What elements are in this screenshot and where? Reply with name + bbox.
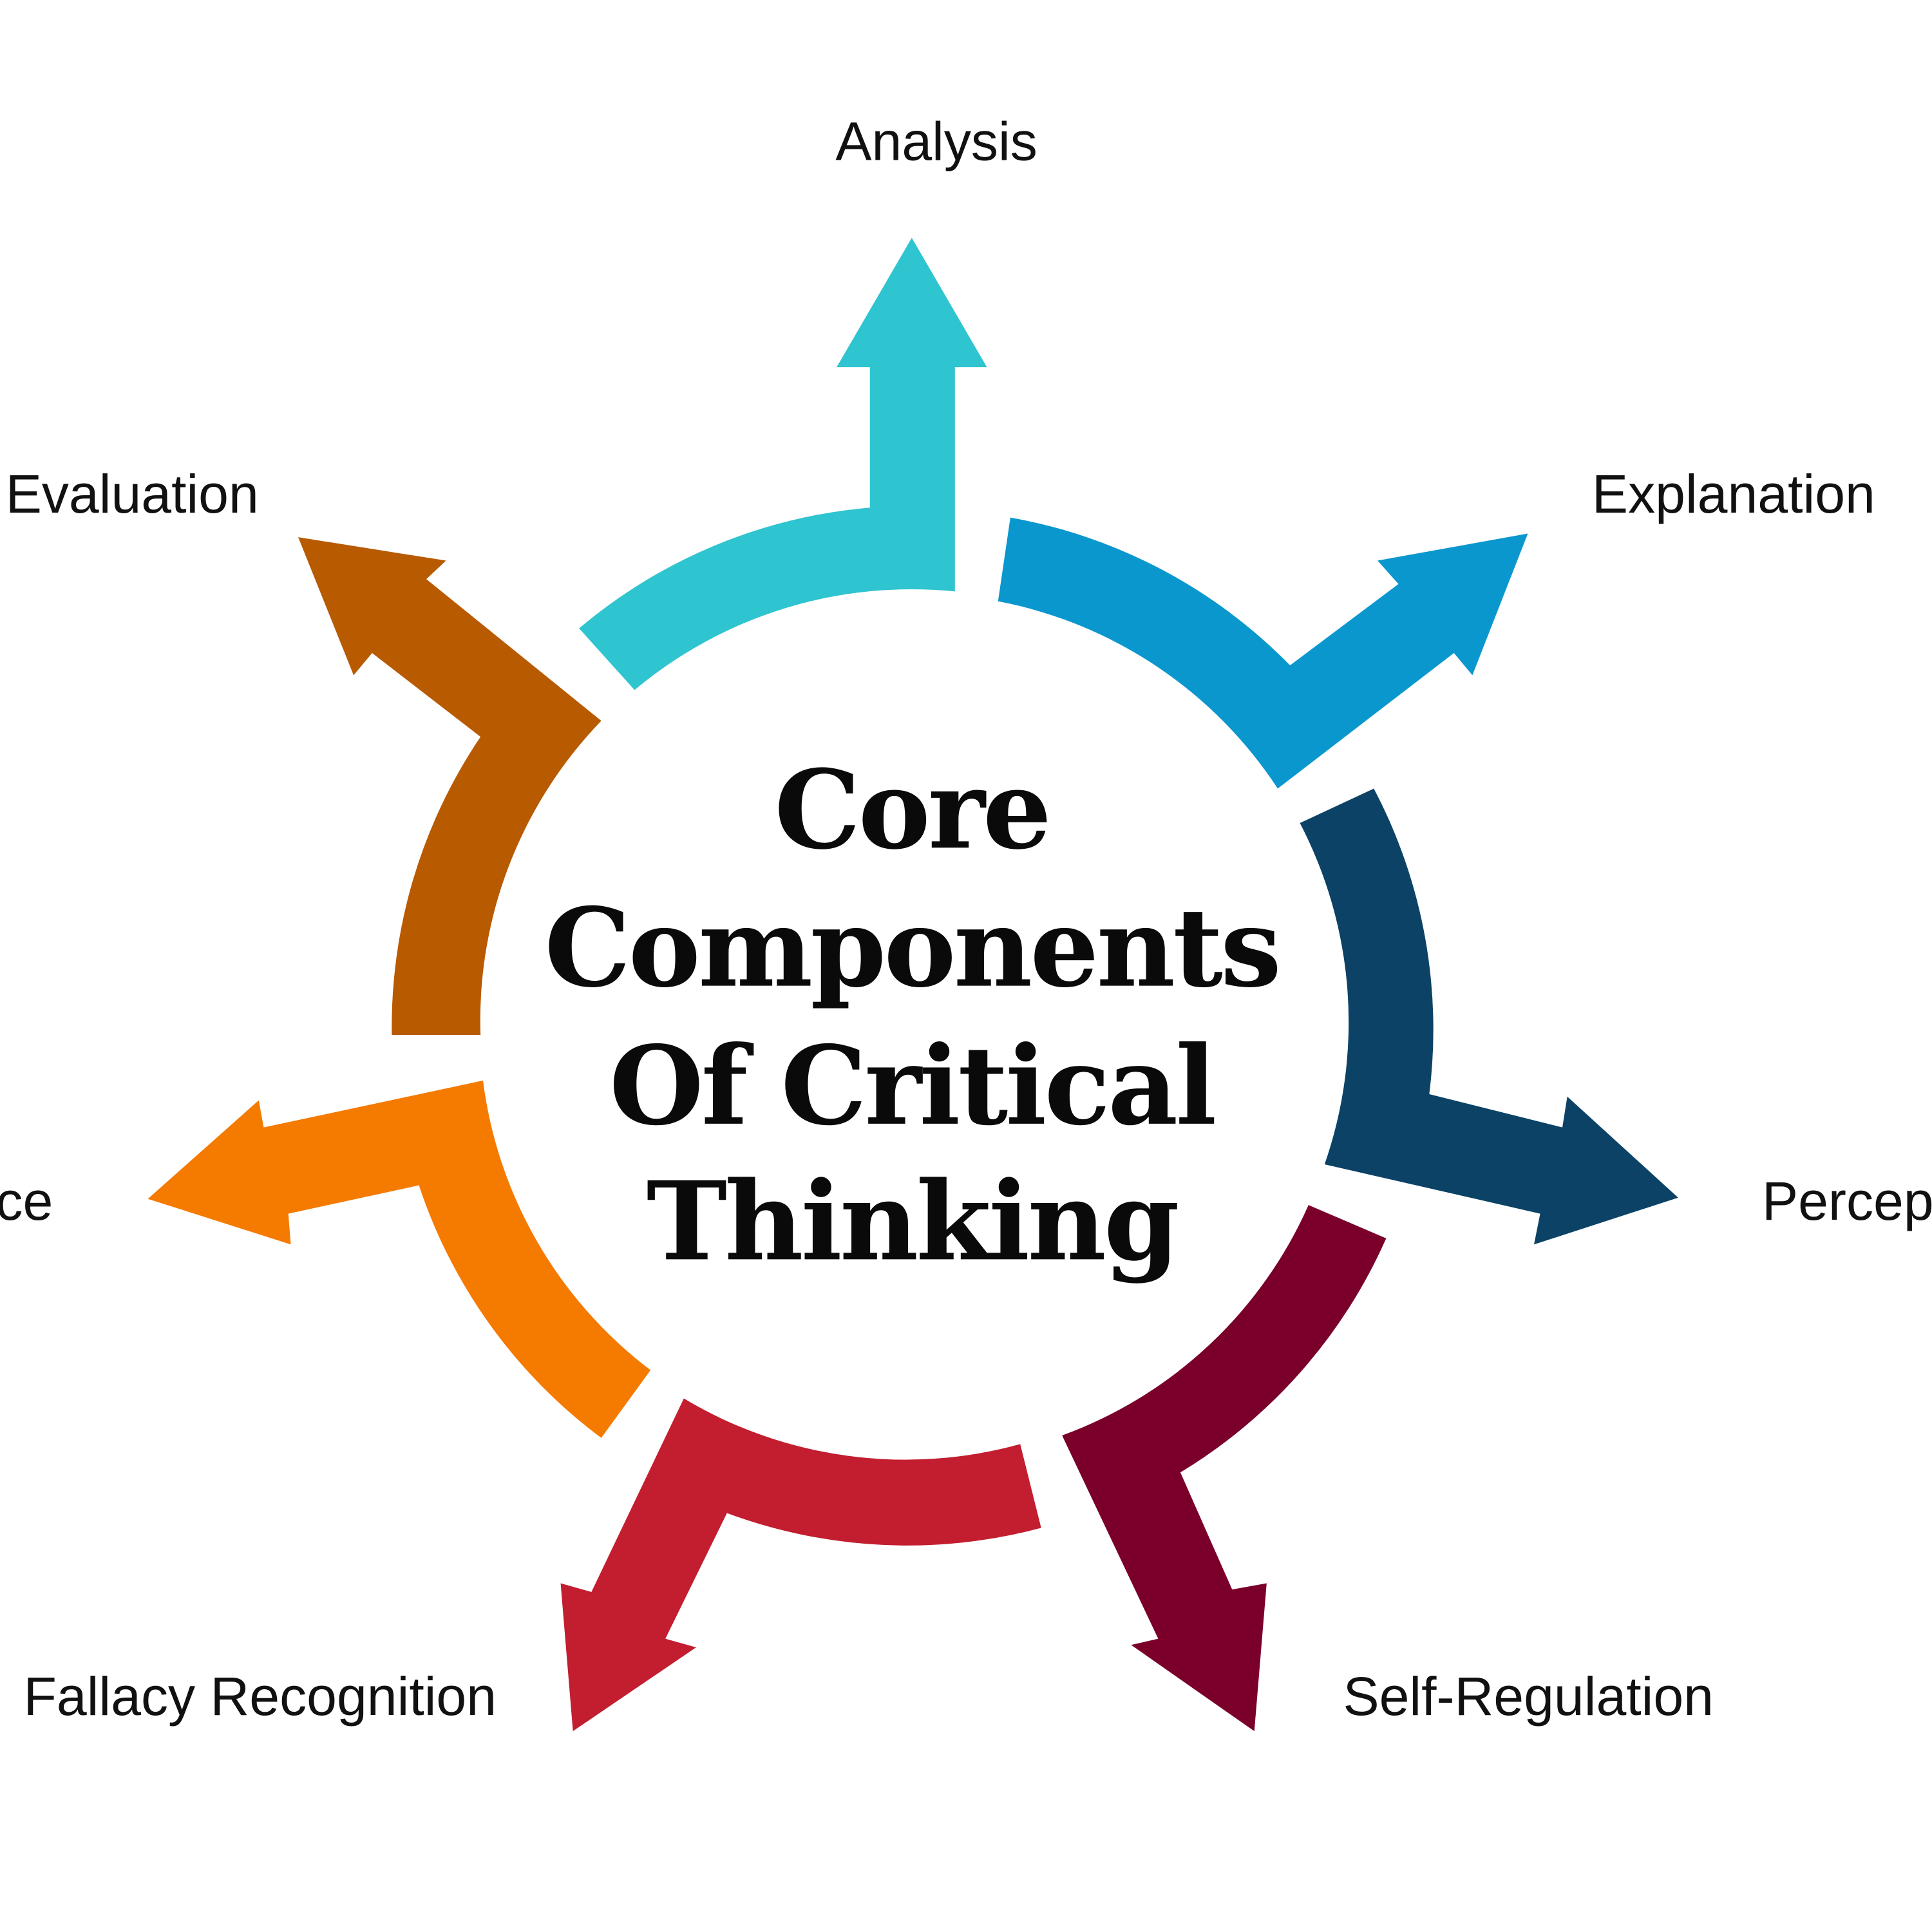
- explanation-arrow: [998, 517, 1528, 789]
- title-line-2: Components: [544, 884, 1279, 1012]
- evaluation-arrow: [298, 537, 601, 1036]
- title-line-1: Core: [774, 746, 1049, 873]
- label-perception: Perception: [1762, 1171, 1932, 1231]
- center-title: Core Components Of Critical Thinking: [544, 746, 1281, 1285]
- fallacy-recognition-arrow: [560, 1398, 1041, 1732]
- self-regulation-arrow: [1062, 1205, 1387, 1732]
- inference-arrow: [147, 1080, 651, 1438]
- label-self-regulation: Self-Regulation: [1343, 1666, 1714, 1727]
- label-analysis: Analysis: [835, 111, 1037, 172]
- perception-arrow: [1300, 788, 1678, 1245]
- label-inference: Inference: [0, 1171, 53, 1231]
- title-line-3: Of Critical: [609, 1022, 1215, 1150]
- label-fallacy-recognition: Fallacy Recognition: [24, 1666, 497, 1727]
- label-explanation: Explanation: [1592, 464, 1875, 524]
- analysis-arrow: [579, 238, 987, 690]
- label-evaluation: Evaluation: [6, 464, 259, 524]
- title-line-4: Thinking: [647, 1157, 1177, 1285]
